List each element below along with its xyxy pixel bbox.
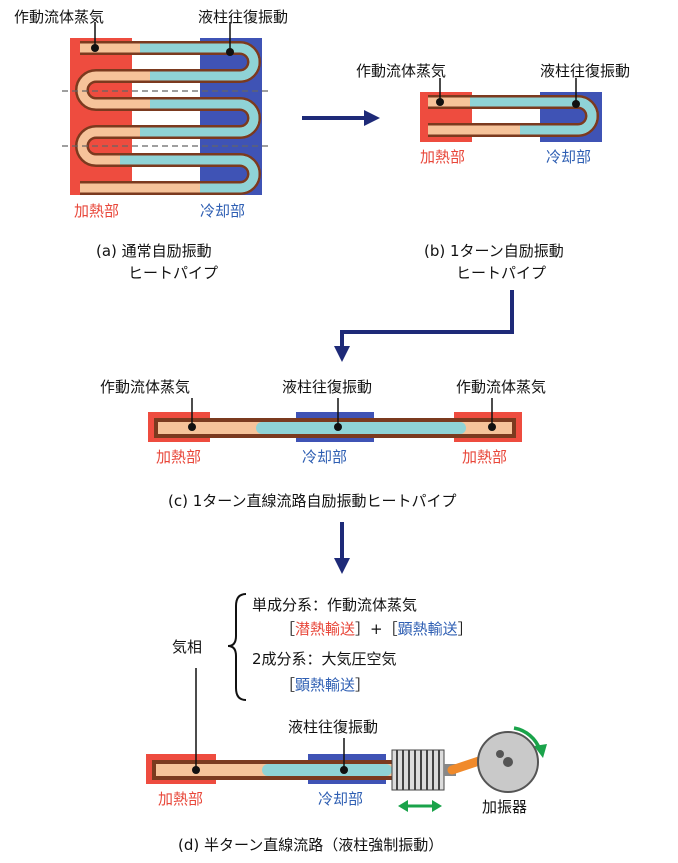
label-d-two-component: 2成分系：大気圧空気: [252, 650, 397, 668]
leader-dot-c-vapor-right: [488, 423, 496, 431]
gas-phase-brace: [227, 593, 247, 701]
caption-b-line1: (b) 1ターン自励振動: [424, 242, 564, 260]
leader-dot-b-liquid: [572, 100, 580, 108]
sensible-heat-text-2: 顕熱輸送: [295, 676, 355, 694]
leader-dot-a-vapor: [91, 44, 99, 52]
label-c-cooler: 冷却部: [302, 448, 347, 466]
caption-a-line2: ヒートパイプ: [128, 264, 218, 282]
label-b-cooler: 冷却部: [546, 148, 591, 166]
sensible-heat-text-1: 顕熱輸送: [398, 620, 458, 638]
crank-pin: [496, 750, 504, 758]
reciprocation-arrow: [398, 800, 442, 812]
leader-dot-b-vapor: [436, 98, 444, 106]
label-a-oscillation: 液柱往復振動: [198, 8, 288, 26]
liquid-slug-b: [470, 97, 597, 135]
label-b-oscillation: 液柱往復振動: [540, 62, 630, 80]
leader-dot-c-vapor-left: [188, 423, 196, 431]
label-a-heater: 加熱部: [74, 202, 119, 220]
bracket-open-3: ［: [280, 676, 295, 694]
arrow-b-to-c: [334, 290, 514, 362]
label-b-vapor: 作動流体蒸気: [356, 62, 446, 80]
arrow-c-to-d: [334, 522, 350, 574]
label-d-exciter: 加振器: [482, 798, 527, 816]
bellows: [391, 749, 445, 791]
panel-c: 作動流体蒸気 液柱往復振動 作動流体蒸気 加熱部 冷却部 加熱部 (c) 1ター…: [100, 378, 546, 510]
label-c-vapor-left: 作動流体蒸気: [100, 378, 190, 396]
label-d-gas-phase: 気相: [172, 638, 202, 656]
leader-dot-d-liquid: [340, 766, 348, 774]
panel-a: 作動流体蒸気 液柱往復振動 加熱部 冷却部 (a) 通常自励振動 ヒートパイプ: [14, 8, 288, 282]
label-a-vapor: 作動流体蒸気: [14, 8, 104, 26]
bracket-close-2: ］: [458, 620, 473, 638]
caption-d: (d) 半ターン直線流路（液柱強制振動）: [178, 836, 443, 854]
label-d-cooler: 冷却部: [318, 790, 363, 808]
rotation-arrowhead: [534, 744, 547, 758]
label-d-oscillation: 液柱往復振動: [288, 718, 378, 736]
sensible-heat-line: ［顕熱輸送］: [280, 676, 370, 694]
label-a-cooler: 冷却部: [200, 202, 245, 220]
caption-c: (c) 1ターン直線流路自励振動ヒートパイプ: [168, 492, 457, 510]
leader-dot-a-liquid: [226, 48, 234, 56]
bracket-open-1: ［: [280, 620, 295, 638]
label-c-heater-right: 加熱部: [462, 448, 507, 466]
label-c-oscillation: 液柱往復振動: [282, 378, 372, 396]
bracket-close-3: ］: [355, 676, 370, 694]
arrow-a-to-b: [302, 110, 380, 126]
label-c-heater-left: 加熱部: [156, 448, 201, 466]
panel-d: 気相 単成分系：作動流体蒸気 ［潜熱輸送］+［顕熱輸送］ 2成分系：大気圧空気 …: [146, 593, 547, 854]
liquid-slug-a-3: [120, 155, 259, 193]
latent-heat-text: 潜熱輸送: [295, 620, 355, 638]
caption-a-line1: (a) 通常自励振動: [96, 242, 212, 260]
panel-b: 作動流体蒸気 液柱往復振動 加熱部 冷却部 (b) 1ターン自励振動 ヒートパイ…: [356, 62, 630, 282]
latent-heat-line: ［潜熱輸送］+［顕熱輸送］: [280, 620, 473, 638]
liquid-slug-c: [256, 422, 466, 434]
caption-b-line2: ヒートパイプ: [456, 264, 546, 282]
label-c-vapor-right: 作動流体蒸気: [456, 378, 546, 396]
leader-dot-c-liquid: [334, 423, 342, 431]
liquid-slug-a-1: [140, 43, 259, 81]
heater-block-a: [70, 38, 132, 195]
leader-dot-d-gas: [192, 766, 200, 774]
label-d-single-component: 単成分系：作動流体蒸気: [252, 596, 417, 614]
exciter-hub: [503, 757, 513, 767]
label-b-heater: 加熱部: [420, 148, 465, 166]
liquid-slug-d: [262, 764, 392, 776]
liquid-slug-a-2: [140, 99, 259, 137]
label-d-heater: 加熱部: [158, 790, 203, 808]
bracket-close-1: ］+［: [355, 620, 398, 638]
